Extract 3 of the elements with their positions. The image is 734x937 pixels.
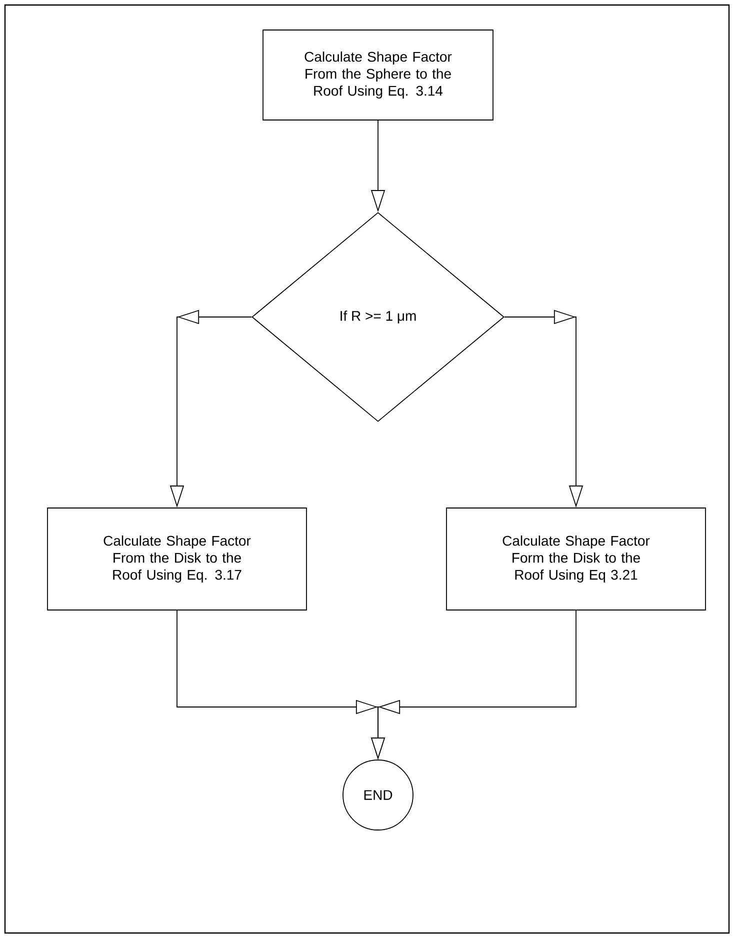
process-box: Calculate Shape Factor From the Sphere to the Roof Using Eq. 3.14 xyxy=(262,30,494,120)
process-box: Calculate Shape Factor Form the Disk to the Roof Using Eq 3.21 xyxy=(446,508,706,610)
process-box: Calculate Shape Factor From the Disk to the Roof Using Eq. 3.17 xyxy=(47,508,307,610)
